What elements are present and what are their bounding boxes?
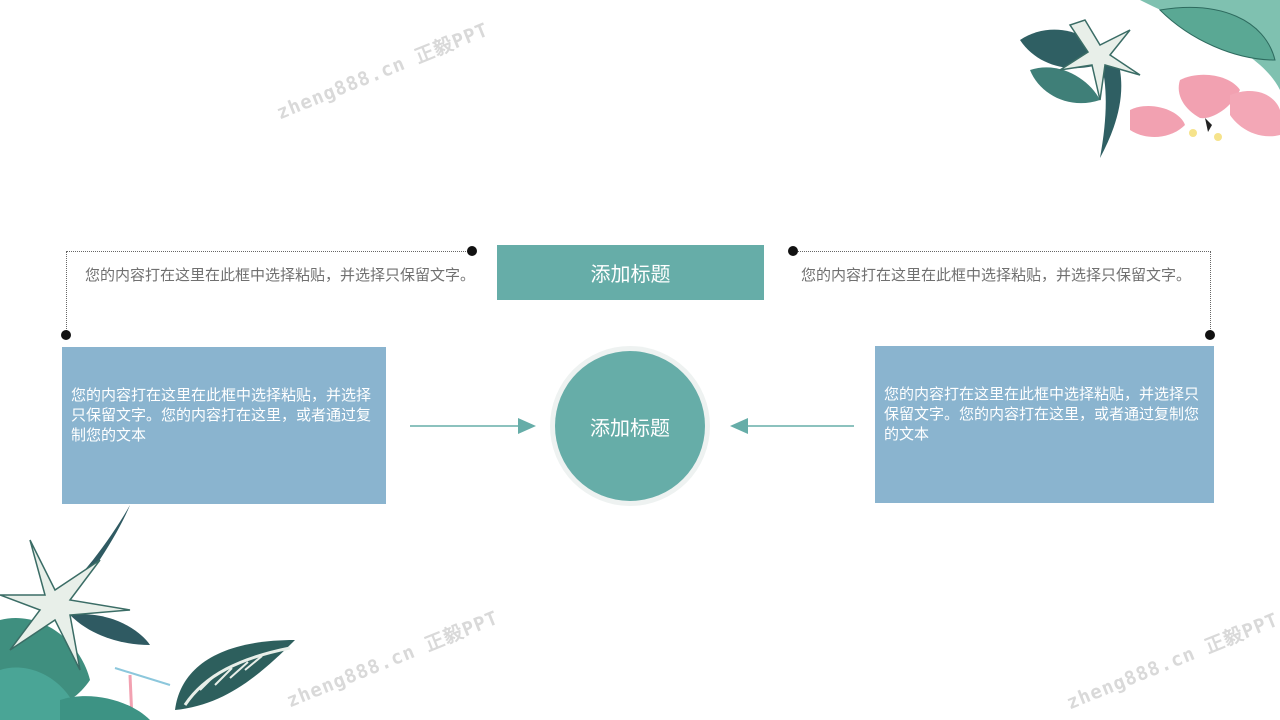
tropical-leaves-top-right-decoration <box>1020 0 1280 158</box>
watermark-bottom-right: zheng888.cn 正毅PPT <box>1063 608 1280 715</box>
connector-node-top-right <box>788 246 798 256</box>
top-title-label: 添加标题 <box>590 262 671 286</box>
center-title-label: 添加标题 <box>590 415 670 440</box>
right-content-box: 您的内容打在这里在此框中选择粘贴，并选择只保留文字。您的内容打在这里，或者通过复… <box>875 346 1214 503</box>
connector-node-bottom-right <box>1205 330 1215 340</box>
left-content-text: 您的内容打在这里在此框中选择粘贴，并选择只保留文字。您的内容打在这里，或者通过复… <box>71 386 372 444</box>
dotted-connector-right <box>793 251 1211 335</box>
connector-node-bottom-left <box>61 330 71 340</box>
tropical-leaves-bottom-left-decoration <box>0 505 295 720</box>
arrow-right-icon <box>410 418 536 434</box>
right-content-text: 您的内容打在这里在此框中选择粘贴，并选择只保留文字。您的内容打在这里，或者通过复… <box>884 385 1200 443</box>
arrow-left-icon <box>730 418 854 434</box>
dotted-connector-left <box>66 251 472 335</box>
top-left-text: 您的内容打在这里在此框中选择粘贴，并选择只保留文字。 <box>85 266 476 284</box>
top-title-box: 添加标题 <box>497 245 764 300</box>
connector-node-top-left <box>467 246 477 256</box>
watermark-top: zheng888.cn 正毅PPT <box>273 18 492 125</box>
left-content-box: 您的内容打在这里在此框中选择粘贴，并选择只保留文字。您的内容打在这里，或者通过复… <box>62 347 386 504</box>
center-circle: 添加标题 <box>555 351 705 501</box>
top-right-text: 您的内容打在这里在此框中选择粘贴，并选择只保留文字。 <box>801 266 1192 284</box>
watermark-bottom-center: zheng888.cn 正毅PPT <box>283 606 502 713</box>
